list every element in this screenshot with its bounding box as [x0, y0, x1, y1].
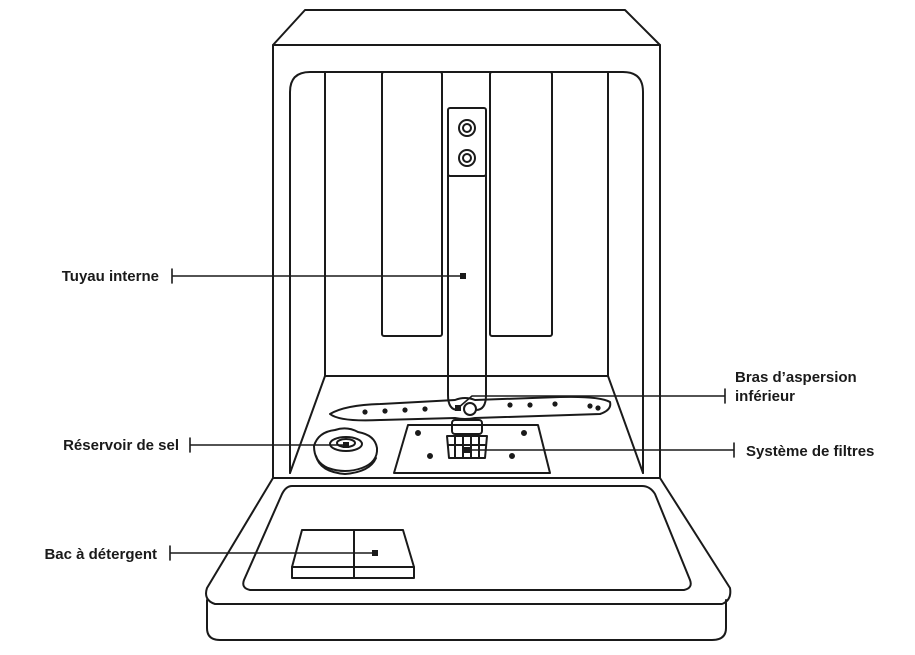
salt-reservoir — [313, 427, 379, 475]
lower-spray-arm — [329, 395, 612, 422]
label-lower-spray-arm-line1: Bras d’aspersion — [735, 369, 857, 386]
label-inner-pipe: Tuyau interne — [61, 268, 159, 285]
cabinet — [272, 9, 661, 479]
callout-filtres — [466, 442, 735, 458]
door — [205, 477, 732, 641]
label-lower-spray-arm-line2: inférieur — [735, 388, 796, 405]
callout-sel — [189, 437, 347, 453]
label-filter-system: Système de filtres — [746, 443, 875, 460]
label-lower-spray-arm: Bras d’aspersion inférieur — [735, 368, 857, 406]
pipe-connector-bottom — [458, 149, 476, 167]
filter-system — [393, 419, 551, 474]
pipe-connector-top — [458, 119, 476, 137]
callout-bac — [169, 545, 376, 561]
tub-interior — [289, 71, 644, 474]
callout-bras — [457, 388, 726, 409]
inner-pipe — [447, 107, 487, 411]
detergent-box — [291, 529, 415, 579]
callouts — [169, 268, 735, 561]
label-salt-reservoir: Réservoir de sel — [63, 437, 179, 454]
label-detergent-box: Bac à détergent — [44, 546, 157, 563]
callout-tuyau — [171, 268, 464, 284]
